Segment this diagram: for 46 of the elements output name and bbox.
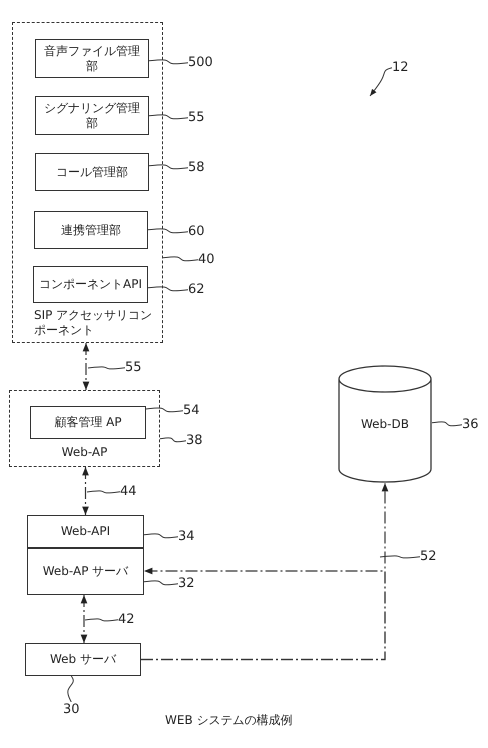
process-box <box>35 39 149 78</box>
database-cylinder <box>338 365 432 483</box>
process-box <box>25 643 141 676</box>
leader-arrow <box>370 67 392 96</box>
process-box <box>33 266 148 303</box>
leader-line <box>432 421 462 426</box>
frame-label: SIP アクセッサリコンポーネント <box>33 308 154 338</box>
leader-line <box>380 555 420 558</box>
leader-line <box>148 286 188 292</box>
connector-arrow <box>82 467 89 515</box>
node-label: 顧客管理 AP <box>53 415 123 430</box>
leader-line <box>86 490 120 494</box>
leader-line <box>144 580 178 586</box>
leader-line <box>67 676 74 702</box>
connector-arrow <box>141 568 386 660</box>
process-box <box>27 515 144 548</box>
node-label: コンポーネントAPI <box>38 277 143 292</box>
node-label: Web サーバ <box>49 652 118 667</box>
process-box <box>34 211 148 249</box>
process-box <box>30 406 146 439</box>
connector-arrow <box>80 595 88 643</box>
leader-line <box>88 366 126 370</box>
process-box <box>35 153 149 191</box>
caption: WEB システムの構成例 <box>165 712 292 729</box>
node-label: コール管理部 <box>55 164 129 180</box>
process-box <box>27 548 144 595</box>
leader-line <box>148 164 188 170</box>
node-label: シグナリング管理部 <box>43 100 141 130</box>
leader-line <box>148 228 188 234</box>
node-label: 連携管理部 <box>60 222 122 238</box>
leader-line <box>144 533 178 538</box>
node-label: Web-DB <box>360 416 410 432</box>
leader-line <box>84 618 118 622</box>
leader-line <box>162 256 198 262</box>
node-label: 音声ファイル管理部 <box>43 44 141 74</box>
leader-line <box>148 59 188 64</box>
process-box <box>35 96 149 135</box>
node-label: Web-AP サーバ <box>42 564 130 579</box>
leader-line <box>148 114 188 120</box>
component-frame <box>12 22 163 343</box>
leader-line <box>146 408 184 412</box>
node-label: Web-API <box>60 524 112 539</box>
connector-arrow <box>82 343 90 390</box>
leader-line <box>160 437 186 442</box>
frame-label: Web-AP <box>60 445 108 460</box>
component-frame <box>9 390 160 467</box>
